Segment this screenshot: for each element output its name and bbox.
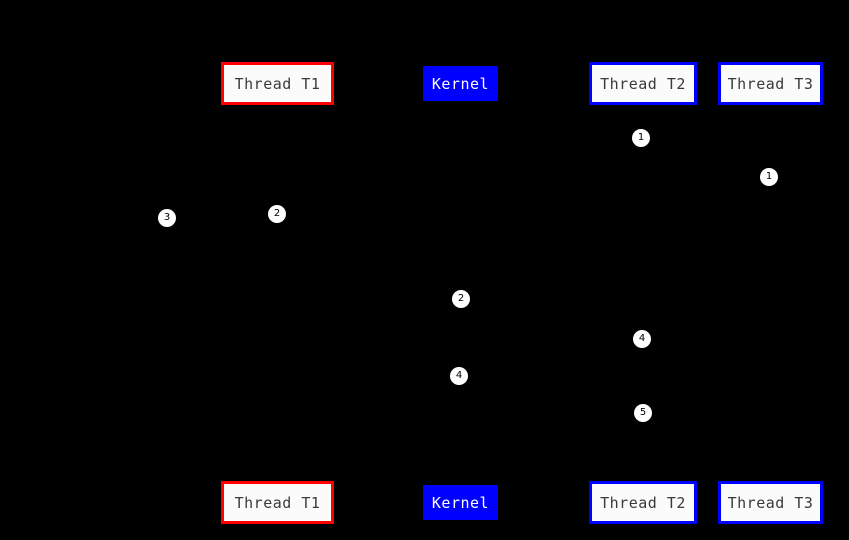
sequence-marker-thread-t2-1: 1	[632, 129, 650, 147]
participant-bottom-label: Thread T2	[600, 493, 686, 512]
participant-top-kernel[interactable]: Kernel	[423, 66, 498, 101]
sequence-marker-thread-t2-4: 4	[633, 330, 651, 348]
participant-bottom-thread-t2[interactable]: Thread T2	[589, 481, 697, 524]
participant-top-label: Thread T3	[727, 74, 814, 93]
participant-bottom-thread-t3[interactable]: Thread T3	[718, 481, 823, 524]
participant-bottom-label: Kernel	[431, 493, 490, 512]
sequence-marker-thread-t3-1: 1	[760, 168, 778, 186]
participant-bottom-kernel[interactable]: Kernel	[423, 485, 498, 520]
lifeline-thread-t1	[277, 105, 278, 481]
participant-top-label: Thread T2	[600, 74, 686, 93]
sequence-marker-thread-t2-5: 5	[634, 404, 652, 422]
participant-top-thread-t3[interactable]: Thread T3	[718, 62, 823, 105]
lifeline-thread-t2	[643, 105, 644, 481]
participant-top-label: Kernel	[431, 74, 490, 93]
sequence-marker-kernel-2: 2	[452, 290, 470, 308]
participant-top-thread-t2[interactable]: Thread T2	[589, 62, 697, 105]
participant-bottom-label: Thread T3	[727, 493, 814, 512]
sequence-marker-kernel-4: 4	[450, 367, 468, 385]
sequence-marker-thread-t1-3: 3	[158, 209, 176, 227]
participant-bottom-label: Thread T1	[234, 493, 321, 512]
sequence-marker-thread-t1-2: 2	[268, 205, 286, 223]
participant-top-label: Thread T1	[234, 74, 321, 93]
participant-top-thread-t1[interactable]: Thread T1	[221, 62, 334, 105]
lifeline-thread-t3	[770, 105, 771, 481]
message-t1-3	[167, 218, 277, 219]
participant-bottom-thread-t1[interactable]: Thread T1	[221, 481, 334, 524]
